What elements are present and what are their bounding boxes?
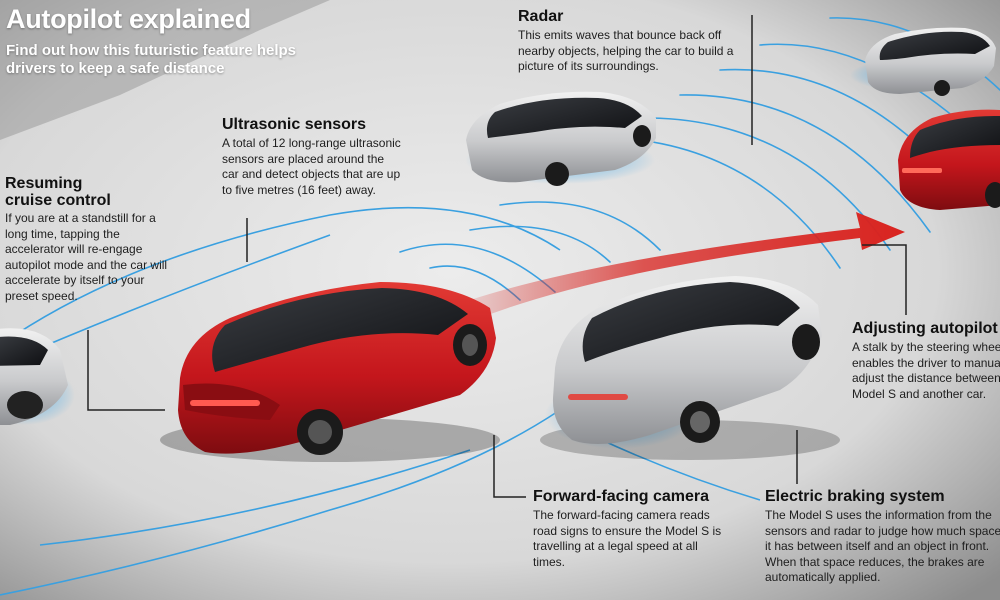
car-left-silver	[0, 328, 75, 425]
car-top-silver	[465, 91, 656, 186]
car-front-silver	[540, 276, 840, 460]
callout-body: This emits waves that bounce back off ne…	[518, 28, 734, 73]
callout-adjusting-autopilot: Adjusting autopilot A stalk by the steer…	[852, 320, 1000, 402]
car-wheel	[545, 162, 569, 186]
car-roof-glass	[879, 31, 990, 60]
car-tail-light	[190, 400, 260, 406]
car-right-red	[898, 109, 1000, 210]
callout-body: A stalk by the steering wheel enables th…	[852, 340, 1000, 402]
callout-resuming-cruise-control: Resuming cruise control If you are at a …	[5, 175, 180, 304]
callout-body: If you are at a standstill for a long ti…	[5, 211, 168, 303]
callout-heading: Resuming cruise control	[5, 175, 180, 209]
callout-body-line: When that space reduces, the brakes are	[765, 554, 985, 569]
callout-ultrasonic-sensors: Ultrasonic sensors A total of 12 long-ra…	[222, 116, 402, 198]
car-roof-glass	[582, 282, 800, 362]
leader-lines	[87, 15, 907, 498]
leader-line-camera	[493, 435, 526, 498]
callout-body-line: adjust the distance between the	[852, 371, 1000, 385]
callout-heading: Forward-facing camera	[533, 488, 710, 505]
car-red-main	[160, 282, 500, 462]
car-wheel	[7, 391, 43, 419]
car-roof-glass	[212, 288, 468, 372]
car-tail-light	[568, 394, 628, 400]
callout-heading: Ultrasonic sensors	[222, 116, 367, 133]
leader-line-cruise	[87, 330, 165, 411]
car-tail-light	[902, 168, 942, 173]
callout-heading: Adjusting autopilot	[852, 320, 998, 337]
page-subtitle: Find out how this futuristic feature hel…	[6, 42, 297, 77]
callout-body: The Model S uses the information from th…	[765, 508, 1000, 586]
callout-radar: Radar This emits waves that bounce back …	[518, 8, 748, 75]
callout-heading-line: cruise control	[5, 192, 111, 209]
car-wheel	[633, 125, 651, 147]
callout-body-line: it has between itself and an object in f…	[765, 539, 990, 553]
car-wheel	[792, 324, 820, 360]
callout-body-line: The Model S uses the information from th…	[765, 508, 992, 522]
radar-wave	[469, 225, 611, 263]
leader-line-adjust	[862, 244, 907, 315]
callout-body-line: automatically applied.	[765, 570, 881, 584]
callout-body-line: sensors and radar to judge how much spac…	[765, 523, 1000, 538]
page-title: Autopilot explained	[6, 4, 251, 34]
corner-shade	[0, 0, 330, 140]
lane-trail	[0, 409, 561, 596]
direction-arrow	[470, 212, 905, 318]
car-wheel	[934, 80, 950, 96]
callout-body-line: Model S and another car.	[852, 386, 987, 401]
car-hub	[690, 411, 710, 433]
lane-trail	[39, 449, 471, 546]
car-roof-glass	[910, 115, 1000, 158]
radar-wave	[399, 243, 556, 293]
callout-body: A total of 12 long-range ultrasonic sens…	[222, 136, 401, 197]
car-roof-glass	[486, 97, 642, 138]
callout-electric-braking-system: Electric braking system The Model S uses…	[765, 488, 1000, 586]
callout-body-line: A stalk by the steering wheel	[852, 340, 1000, 354]
callout-forward-facing-camera: Forward-facing camera The forward-facing…	[533, 488, 733, 570]
car-far-silver	[850, 27, 996, 96]
lane-trail	[0, 206, 561, 346]
callout-heading: Electric braking system	[765, 488, 945, 505]
car-windshield	[0, 336, 48, 366]
callout-heading: Radar	[518, 8, 564, 25]
callout-heading-line: Resuming	[5, 175, 83, 192]
radar-wave	[499, 201, 661, 251]
car-hub	[462, 334, 478, 356]
callout-body: The forward-facing camera reads road sig…	[533, 508, 722, 569]
radar-wave	[679, 94, 931, 233]
callout-body-line: enables the driver to manually	[852, 355, 1000, 370]
car-hub	[308, 420, 332, 444]
car-wheel	[985, 182, 1000, 208]
